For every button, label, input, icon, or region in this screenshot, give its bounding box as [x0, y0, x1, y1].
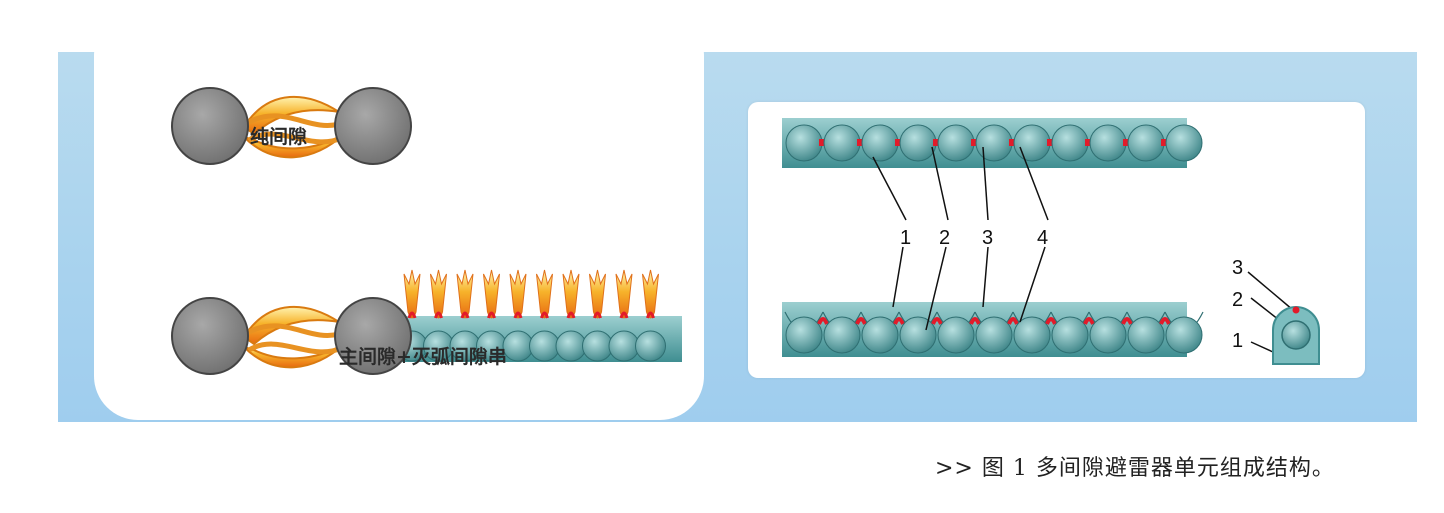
- red-electrode: [460, 311, 470, 319]
- left-electrode-sphere: [171, 297, 249, 375]
- flame-icon: [403, 269, 421, 319]
- red-electrode: [969, 317, 981, 325]
- gap-ball: [861, 124, 899, 162]
- gap-ball: [1165, 124, 1203, 162]
- gap-ball: [1165, 316, 1203, 354]
- right-electrode-sphere: [334, 297, 412, 375]
- label-3: 3: [982, 227, 993, 249]
- gap-ball: [1051, 124, 1089, 162]
- label-1: 1: [900, 227, 911, 249]
- gap-ball: [785, 316, 823, 354]
- left-electrode-sphere: [171, 87, 249, 165]
- red-electrode: [407, 311, 417, 319]
- red-electrode: [819, 139, 827, 146]
- gap-ball: [1089, 124, 1127, 162]
- pure-gap-illustration: [171, 87, 682, 375]
- cross-section-icon: [1272, 306, 1320, 365]
- gap-ball: [1127, 124, 1165, 162]
- red-electrode: [566, 311, 576, 319]
- gap-ball: [823, 316, 861, 354]
- gap-ball: [529, 330, 560, 362]
- red-electrode: [593, 311, 602, 319]
- multi-gap-structure-diagram: 1 2 3 4 3 2 1: [782, 118, 1320, 365]
- arc-flame-icon: [242, 305, 345, 369]
- gap-ball: [1013, 316, 1051, 354]
- red-electrode: [1161, 139, 1169, 146]
- red-electrode: [855, 317, 867, 325]
- red-electrode: [971, 139, 979, 146]
- flame-icon: [456, 269, 474, 319]
- red-electrode: [931, 317, 943, 325]
- flame-icon: [509, 269, 527, 319]
- gap-ball: [899, 124, 937, 162]
- red-electrode: [1009, 139, 1017, 146]
- gap-ball: [582, 330, 613, 362]
- gap-ball: [1089, 316, 1127, 354]
- gap-ball: [555, 330, 587, 362]
- red-electrode: [1007, 317, 1019, 325]
- gap-ball: [937, 316, 975, 354]
- red-electrode: [540, 311, 549, 319]
- gap-ball: [899, 316, 937, 354]
- red-electrode: [646, 311, 655, 319]
- red-electrode: [487, 311, 496, 319]
- flame-icon: [562, 269, 580, 319]
- gap-ball: [502, 330, 534, 362]
- unit-structure-card: 1 2 3 4 3 2 1: [748, 102, 1365, 378]
- figure-panel: 纯间隙 主间隙+灭弧间隙串 1: [58, 52, 1417, 422]
- red-electrode: [619, 311, 629, 319]
- red-electrode: [1047, 139, 1055, 146]
- red-electrode: [1085, 139, 1093, 146]
- right-electrode-sphere: [334, 87, 412, 165]
- red-electrode: [1083, 317, 1095, 325]
- side-label-2: 2: [1232, 289, 1243, 311]
- flame-icon: [430, 269, 447, 319]
- flame-icon: [589, 269, 606, 319]
- red-electrode: [933, 139, 941, 146]
- flame-icon: [536, 269, 553, 319]
- gap-ball: [975, 124, 1013, 162]
- red-electrode: [857, 139, 865, 146]
- red-electrode: [1123, 139, 1131, 146]
- gap-ball: [1127, 316, 1165, 354]
- red-electrode: [513, 311, 523, 319]
- red-electrode: [893, 317, 905, 325]
- red-electrode: [1121, 317, 1133, 325]
- gap-ball: [861, 316, 899, 354]
- flame-icon: [642, 269, 659, 319]
- pure-gap-caption: 纯间隙: [250, 126, 308, 148]
- red-electrode: [1159, 317, 1171, 325]
- gap-ball: [1051, 316, 1089, 354]
- gap-ball: [823, 124, 861, 162]
- red-electrode: [1045, 317, 1057, 325]
- red-electrode: [434, 311, 443, 319]
- main-gap-caption: 主间隙+灭弧间隙串: [339, 346, 507, 368]
- red-electrode: [895, 139, 903, 146]
- gap-ball: [975, 316, 1013, 354]
- flame-icon: [615, 269, 633, 319]
- arc-quenching-string: [370, 269, 682, 362]
- gap-ball: [785, 124, 823, 162]
- figure-caption: >> 图 1 多间隙避雷器单元组成结构。: [935, 456, 1335, 481]
- gap-ball: [937, 124, 975, 162]
- side-label-3: 3: [1232, 257, 1243, 279]
- gap-comparison-card: 纯间隙 主间隙+灭弧间隙串: [94, 52, 704, 420]
- gap-ball: [1013, 124, 1051, 162]
- flame-icon: [483, 269, 500, 319]
- label-2: 2: [939, 227, 950, 249]
- gap-ball: [608, 330, 640, 362]
- label-4: 4: [1037, 227, 1048, 249]
- red-electrode: [817, 317, 829, 325]
- side-label-1: 1: [1232, 330, 1243, 352]
- gap-ball: [635, 330, 666, 362]
